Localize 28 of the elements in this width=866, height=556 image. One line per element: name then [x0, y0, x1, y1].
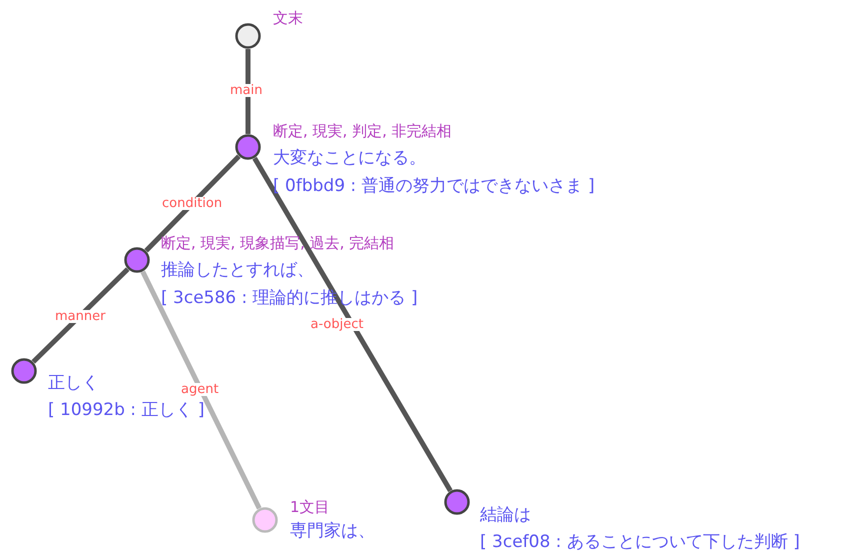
node-phrase: 大変なことになる。: [273, 150, 426, 166]
node-phrase: 結論は: [480, 506, 531, 524]
node-circle: [235, 134, 261, 160]
node-gloss: [ 10992b : 正しく ]: [48, 402, 204, 418]
node-phrase: 推論したとすれば、: [161, 262, 314, 278]
node-phrase: 専門家は、: [290, 522, 375, 540]
node-feature-label: 断定, 現実, 現象描写, 過去, 完結相: [161, 236, 394, 250]
node-feature-label: 文末: [273, 10, 303, 26]
edge-label: main: [229, 84, 264, 96]
node-circle: [235, 23, 261, 49]
tree-edge: [140, 270, 262, 510]
tree-edge: [246, 49, 250, 134]
edge-label: manner: [54, 310, 106, 322]
edge-label: condition: [161, 196, 224, 210]
tree-edge: [144, 154, 241, 252]
tree-edge: [32, 267, 130, 364]
node-feature-label: 1文目: [290, 500, 330, 514]
node-phrase: 正しく: [48, 374, 99, 392]
node-circle: [444, 489, 470, 515]
edge-label: a-object: [310, 318, 364, 330]
edge-label: agent: [180, 382, 220, 396]
node-feature-label: 断定, 現実, 判定, 非完結相: [273, 124, 452, 138]
node-circle: [252, 507, 278, 533]
tree-edge: [252, 156, 453, 492]
node-circle: [124, 247, 150, 273]
node-gloss: [ 3cef08 : あることについて下した判断 ]: [480, 534, 800, 550]
node-gloss: [ 0fbbd9 : 普通の努力ではできないさま ]: [273, 178, 595, 194]
node-circle: [11, 358, 37, 384]
